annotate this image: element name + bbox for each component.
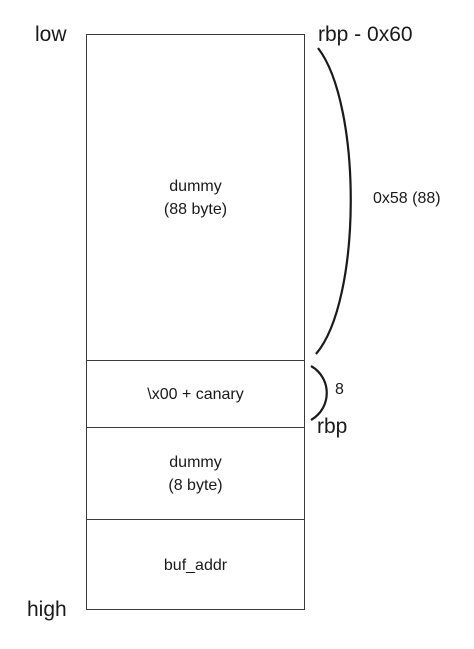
stack-cell-size: (8 byte) [168,476,223,494]
canary-span-brace [310,365,328,421]
stack-cell-buf-addr: buf_addr [87,519,304,611]
rbp-minus-0x60-label: rbp - 0x60 [318,23,413,46]
stack-frame: dummy (88 byte) \x00 + canary dummy (8 b… [86,34,305,610]
stack-cell-size: (88 byte) [163,200,228,218]
stack-cell-title: buf_addr [163,557,228,574]
low-address-label: low [35,23,67,46]
stack-cell-title: dummy [169,177,222,195]
stack-cell-title: dummy [169,453,222,471]
stack-cell-canary: \x00 + canary [87,360,304,427]
dummy-span-brace [315,47,352,355]
rbp-label: rbp [317,415,348,438]
stack-cell-title: \x00 + canary [147,385,244,403]
high-address-label: high [27,598,67,621]
dummy-size-annotation: 0x58 (88) [373,190,441,207]
stack-cell-dummy-88: dummy (88 byte) [87,35,304,360]
stack-cell-dummy-8: dummy (8 byte) [87,427,304,519]
canary-size-annotation: 8 [335,381,344,398]
